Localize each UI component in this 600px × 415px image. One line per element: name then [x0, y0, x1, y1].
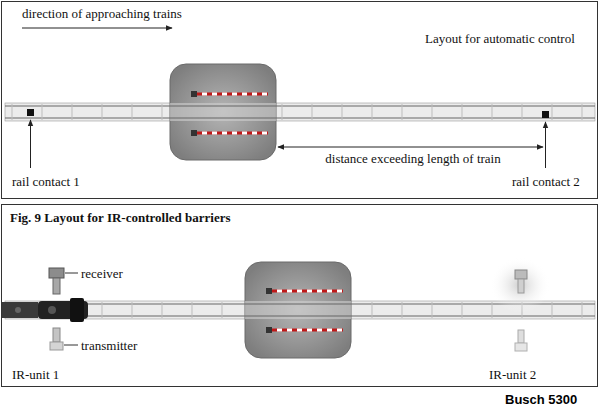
panel-frame	[2, 2, 598, 199]
rail-contact	[542, 111, 549, 118]
direction-label: direction of approaching trains	[22, 6, 182, 21]
part-label: IR-unit 2	[489, 367, 536, 382]
track	[5, 103, 595, 121]
leader-line	[64, 345, 78, 346]
part-label: transmitter	[81, 338, 137, 353]
dimension-label: distance exceeding length of train	[322, 151, 503, 166]
leader-arrow	[545, 122, 546, 168]
barrier	[266, 288, 343, 333]
figure-caption: Fig. 9 Layout for IR-controlled barriers	[10, 210, 231, 225]
ir-receiver	[49, 268, 64, 294]
locomotive	[2, 298, 88, 322]
dimension-arrow	[278, 147, 543, 148]
direction-arrow	[22, 28, 172, 29]
part-label: receiver	[81, 266, 123, 281]
ir-transmitter	[50, 328, 63, 350]
leader-line	[65, 273, 78, 274]
ir-unit	[490, 257, 550, 351]
level-crossing	[170, 64, 276, 160]
part-label: rail contact 2	[512, 174, 580, 189]
part-label: IR-unit 1	[12, 367, 59, 382]
part-label: rail contact 1	[12, 174, 80, 189]
leader-arrow	[30, 120, 31, 168]
barrier	[191, 91, 268, 136]
rail-contact	[27, 109, 34, 116]
panel-frame	[2, 205, 598, 387]
brand-label: Busch 5300	[505, 392, 577, 407]
level-crossing	[245, 262, 351, 358]
panel-title: Layout for automatic control	[425, 31, 575, 46]
